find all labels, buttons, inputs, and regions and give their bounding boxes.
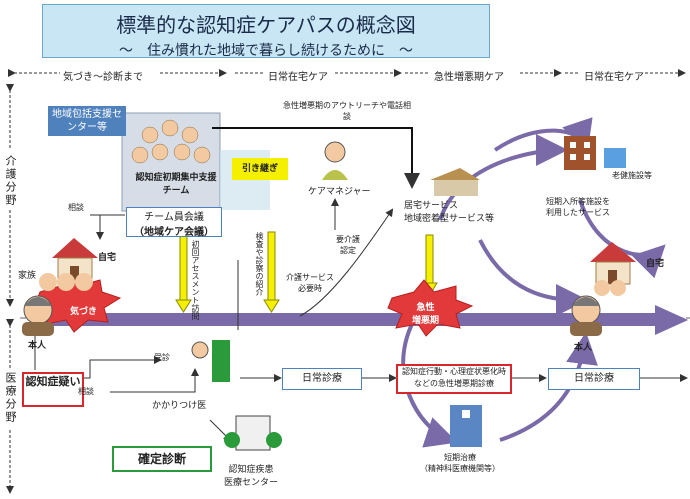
phase-label-4: 日常在宅ケア <box>584 72 644 83</box>
gp-label: かかりつけ医 <box>152 401 207 411</box>
consult-label-2: 相談 <box>78 387 94 396</box>
meeting-line1: チーム員会議 <box>144 212 204 223</box>
phase-label-2: 日常在宅ケア <box>268 72 328 83</box>
yellow-arrows <box>175 231 438 313</box>
title-box: 標準的な認知症ケアパスの概念図 〜 住み慣れた地域で暮らし続けるために 〜 <box>42 4 490 59</box>
family-group <box>39 273 93 291</box>
home-service-building <box>430 168 480 196</box>
bpsd-box: 認知症行動・心理症状悪化時 などの急性増悪期診療 <box>396 364 512 394</box>
short-treat-label: 短期治療 （精神科医療機関等） <box>420 452 500 474</box>
section-medical: 医療分野 <box>4 372 17 424</box>
person-label-right: 本人 <box>574 343 593 353</box>
need-care-line1: 要介護 <box>336 235 360 244</box>
need-care-line2: 認定 <box>340 246 356 255</box>
suspect-box: 認知症疑い <box>22 372 84 407</box>
acute-line2: 増悪期 <box>412 316 440 326</box>
shortstay-line2: 利用したサービス <box>546 208 610 217</box>
person-left <box>22 295 54 336</box>
need-service-line2: 必要時 <box>298 284 322 293</box>
family-label: 家族 <box>18 271 37 281</box>
need-service-line1: 介護サービス <box>286 273 334 282</box>
initial-visit-label: 初回アセスメント訪問 <box>191 240 200 320</box>
dementia-center-building <box>224 415 282 451</box>
consult-visit-label: 受診 <box>154 353 170 362</box>
psychiatric-hospital-building <box>450 405 482 447</box>
section-care: 介護分野 <box>4 155 17 207</box>
phase-label-3: 急性増悪期ケア <box>434 72 504 83</box>
need-care-label: 要介護 認定 <box>336 234 360 256</box>
dementia-center-line1: 認知症疾患 <box>228 465 274 475</box>
page-subtitle: 〜 住み慣れた地域で暮らし続けるために 〜 <box>119 43 413 59</box>
shortstay-line1: 短期入所等施設を <box>546 197 610 206</box>
family-group-right <box>594 280 626 296</box>
consult-label-1: 相談 <box>68 203 84 212</box>
dementia-center-label: 認知症疾患 医療センター <box>224 462 278 488</box>
acute-burst <box>387 279 474 337</box>
team-label: 認知症初期集中支援チーム <box>135 173 217 196</box>
acute-label: 急性 増悪期 <box>412 300 439 326</box>
meeting-line2: （地域ケア会議） <box>134 227 214 238</box>
acute-outreach-label: 急性増悪期のアウトリーチや電話相談 <box>283 101 411 121</box>
page-title: 標準的な認知症ケアパスの概念図 <box>116 13 416 37</box>
acute-line1: 急性 <box>416 303 435 313</box>
exam-intro-label: 検査や診察の紹介 <box>255 232 264 296</box>
short-treat-line1: 短期治療 <box>444 453 476 462</box>
home-service-line1: 居宅サービス <box>404 201 459 211</box>
daily-care-box-1: 日常診療 <box>282 368 362 390</box>
handover-arrow: 引き継ぎ <box>232 158 288 180</box>
team-people <box>131 119 211 164</box>
dementia-center-line2: 医療センター <box>224 478 279 488</box>
house-right <box>590 242 636 285</box>
person-label-left: 本人 <box>28 341 47 351</box>
bpsd-line2: などの急性増悪期診療 <box>414 379 494 388</box>
home-service-label: 居宅サービス 地域密着型サービス等 <box>404 198 494 224</box>
short-treat-line2: （精神科医療機関等） <box>420 464 500 473</box>
daily-care-box-2: 日常診療 <box>548 368 640 390</box>
gp-clinic-figure <box>191 340 230 382</box>
elderly-facility-building <box>564 136 626 170</box>
center-box: 地域包括支援センター等 <box>48 106 126 136</box>
home-label-left: 自宅 <box>98 253 117 263</box>
elderly-facility-label: 老健施設等 <box>612 171 652 180</box>
notice-label: 気づき <box>70 307 98 317</box>
shortstay-label: 短期入所等施設を 利用したサービス <box>546 196 610 218</box>
phase-label-1: 気づき〜診断まで <box>63 72 143 83</box>
need-service-label: 介護サービス 必要時 <box>286 272 334 294</box>
diagnosis-box: 確定診断 <box>112 446 212 472</box>
person-right <box>570 295 602 336</box>
bpsd-line1: 認知症行動・心理症状悪化時 <box>402 367 506 376</box>
care-manager-label: ケアマネジャー <box>308 187 371 197</box>
meeting-box: チーム員会議 （地域ケア会議） <box>126 207 222 238</box>
home-label-right: 自宅 <box>646 259 665 269</box>
house-left <box>52 238 98 281</box>
care-manager-figure <box>322 141 348 180</box>
home-service-line2: 地域密着型サービス等 <box>404 214 495 224</box>
